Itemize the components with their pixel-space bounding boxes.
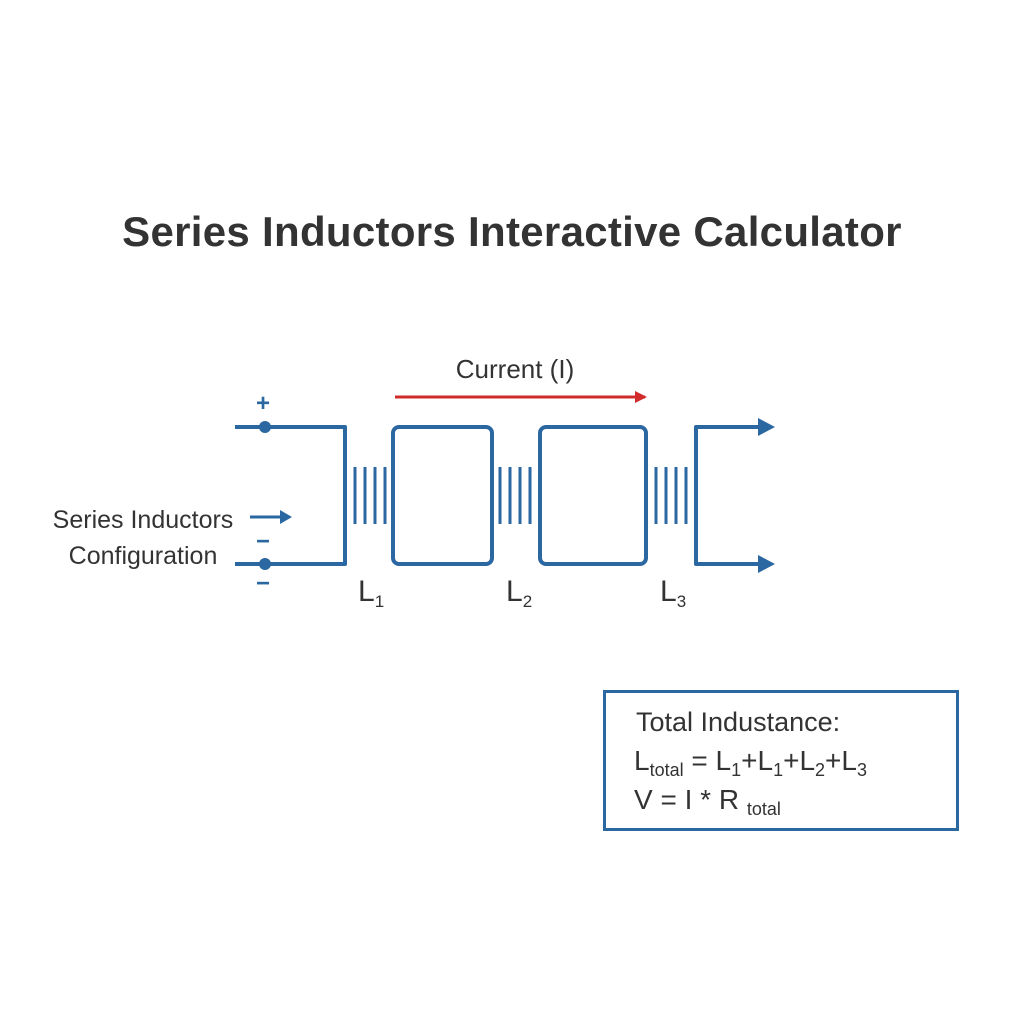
output-arrow-top-icon bbox=[758, 418, 775, 436]
inductor-l3-coil bbox=[654, 467, 688, 524]
inductor-label-l2: L2 bbox=[506, 575, 533, 611]
config-pointer-arrow bbox=[250, 510, 292, 524]
total-inductance-formula: Ltotal = L1+L1+L2+L3 bbox=[634, 745, 867, 780]
inductor-box-1 bbox=[391, 425, 494, 566]
voltage-formula: V = I * R total bbox=[634, 784, 781, 819]
inductor-l1-coil bbox=[353, 467, 387, 524]
negative-polarity-sign-upper: − bbox=[256, 528, 271, 555]
inductor-label-l3: L3 bbox=[660, 575, 687, 611]
configuration-label: Series Inductors Configuration bbox=[40, 502, 246, 574]
formula-heading: Total Industance: bbox=[636, 707, 841, 737]
configuration-label-line2: Configuration bbox=[68, 542, 218, 570]
input-terminal-wires bbox=[235, 421, 347, 570]
current-label: Current (I) bbox=[455, 354, 575, 384]
positive-terminal-dot bbox=[259, 421, 271, 433]
formula-box: Total Industance: Ltotal = L1+L1+L2+L3 V… bbox=[603, 690, 959, 831]
output-arrow-bottom-icon bbox=[758, 555, 775, 573]
inductor-box-2 bbox=[538, 425, 648, 566]
inductor-label-l1: L1 bbox=[358, 575, 385, 611]
output-terminal-wires bbox=[694, 418, 775, 573]
inductor-l2-coil bbox=[498, 467, 532, 524]
configuration-label-line1: Series Inductors bbox=[52, 506, 234, 534]
negative-polarity-sign-lower: − bbox=[256, 570, 271, 597]
negative-terminal-dot bbox=[259, 558, 271, 570]
positive-polarity-sign: + bbox=[256, 390, 271, 417]
page-title: Series Inductors Interactive Calculator bbox=[122, 208, 902, 255]
